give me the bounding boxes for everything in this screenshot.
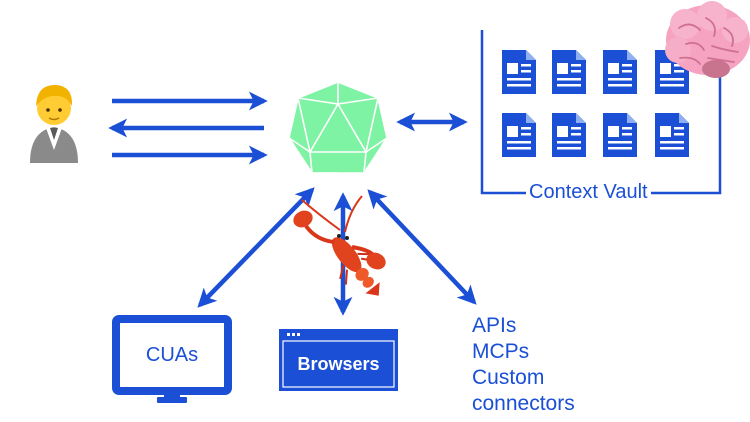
brain-emoji-icon	[665, 1, 750, 78]
document-icon	[552, 113, 586, 157]
document-icon	[502, 50, 536, 94]
document-icon	[603, 50, 637, 94]
context-vault-label: Context Vault	[526, 181, 651, 204]
document-icon	[552, 50, 586, 94]
integration-item: Custom	[472, 366, 545, 389]
icosahedron-hub-icon	[288, 81, 388, 174]
person-emoji-icon	[30, 84, 78, 163]
document-icon	[655, 113, 689, 157]
browser-window-icon	[279, 329, 398, 391]
monitor-icon	[112, 315, 232, 403]
document-grid	[502, 50, 689, 157]
integration-item: MCPs	[472, 340, 530, 363]
integration-item: APIs	[472, 314, 517, 337]
person-hub-arrows	[108, 91, 268, 165]
lobster-emoji-icon	[293, 195, 386, 296]
document-icon	[502, 113, 536, 157]
integrations-list: APIs MCPs Custom connectors	[472, 313, 575, 417]
cuas-label: CUAs	[145, 343, 199, 366]
integration-item: connectors	[472, 392, 575, 415]
document-icon	[603, 113, 637, 157]
browsers-label: Browsers	[297, 353, 380, 374]
